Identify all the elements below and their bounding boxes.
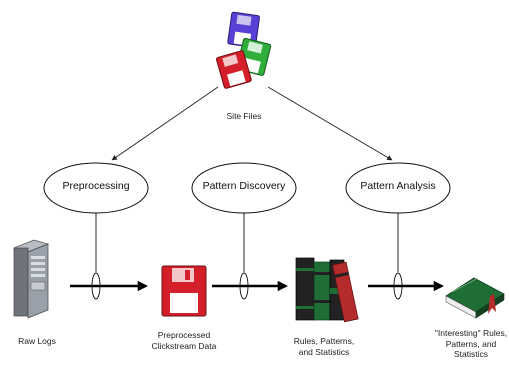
flow-valve-2 xyxy=(239,272,249,300)
stage-label-pattern-discovery: Pattern Discovery xyxy=(202,180,286,192)
artifact-label-interesting: "Interesting" Rules, Patterns, and Stati… xyxy=(434,328,508,360)
flow-valve-3 xyxy=(393,272,403,300)
rules-books-icon xyxy=(295,257,359,323)
artifact-label-raw-logs: Raw Logs xyxy=(18,336,56,346)
site-files-icon xyxy=(215,11,272,89)
flow-valve-1 xyxy=(91,272,101,300)
site-files-label: Site Files xyxy=(227,111,262,121)
site-files-to-analysis-arrow xyxy=(267,86,393,161)
interesting-book-icon xyxy=(445,277,505,319)
artifact-label-rules: Rules, Patterns, and Statistics xyxy=(293,336,355,357)
clickstream-disk-icon xyxy=(161,265,207,317)
raw-logs-server-icon xyxy=(12,239,50,319)
site-files-to-preprocessing-arrow xyxy=(111,86,219,161)
artifact-label-clickstream: Preprocessed Clickstream Data xyxy=(151,330,217,351)
stage-label-pattern-analysis: Pattern Analysis xyxy=(360,180,436,192)
stage-label-preprocessing: Preprocessing xyxy=(62,180,130,192)
